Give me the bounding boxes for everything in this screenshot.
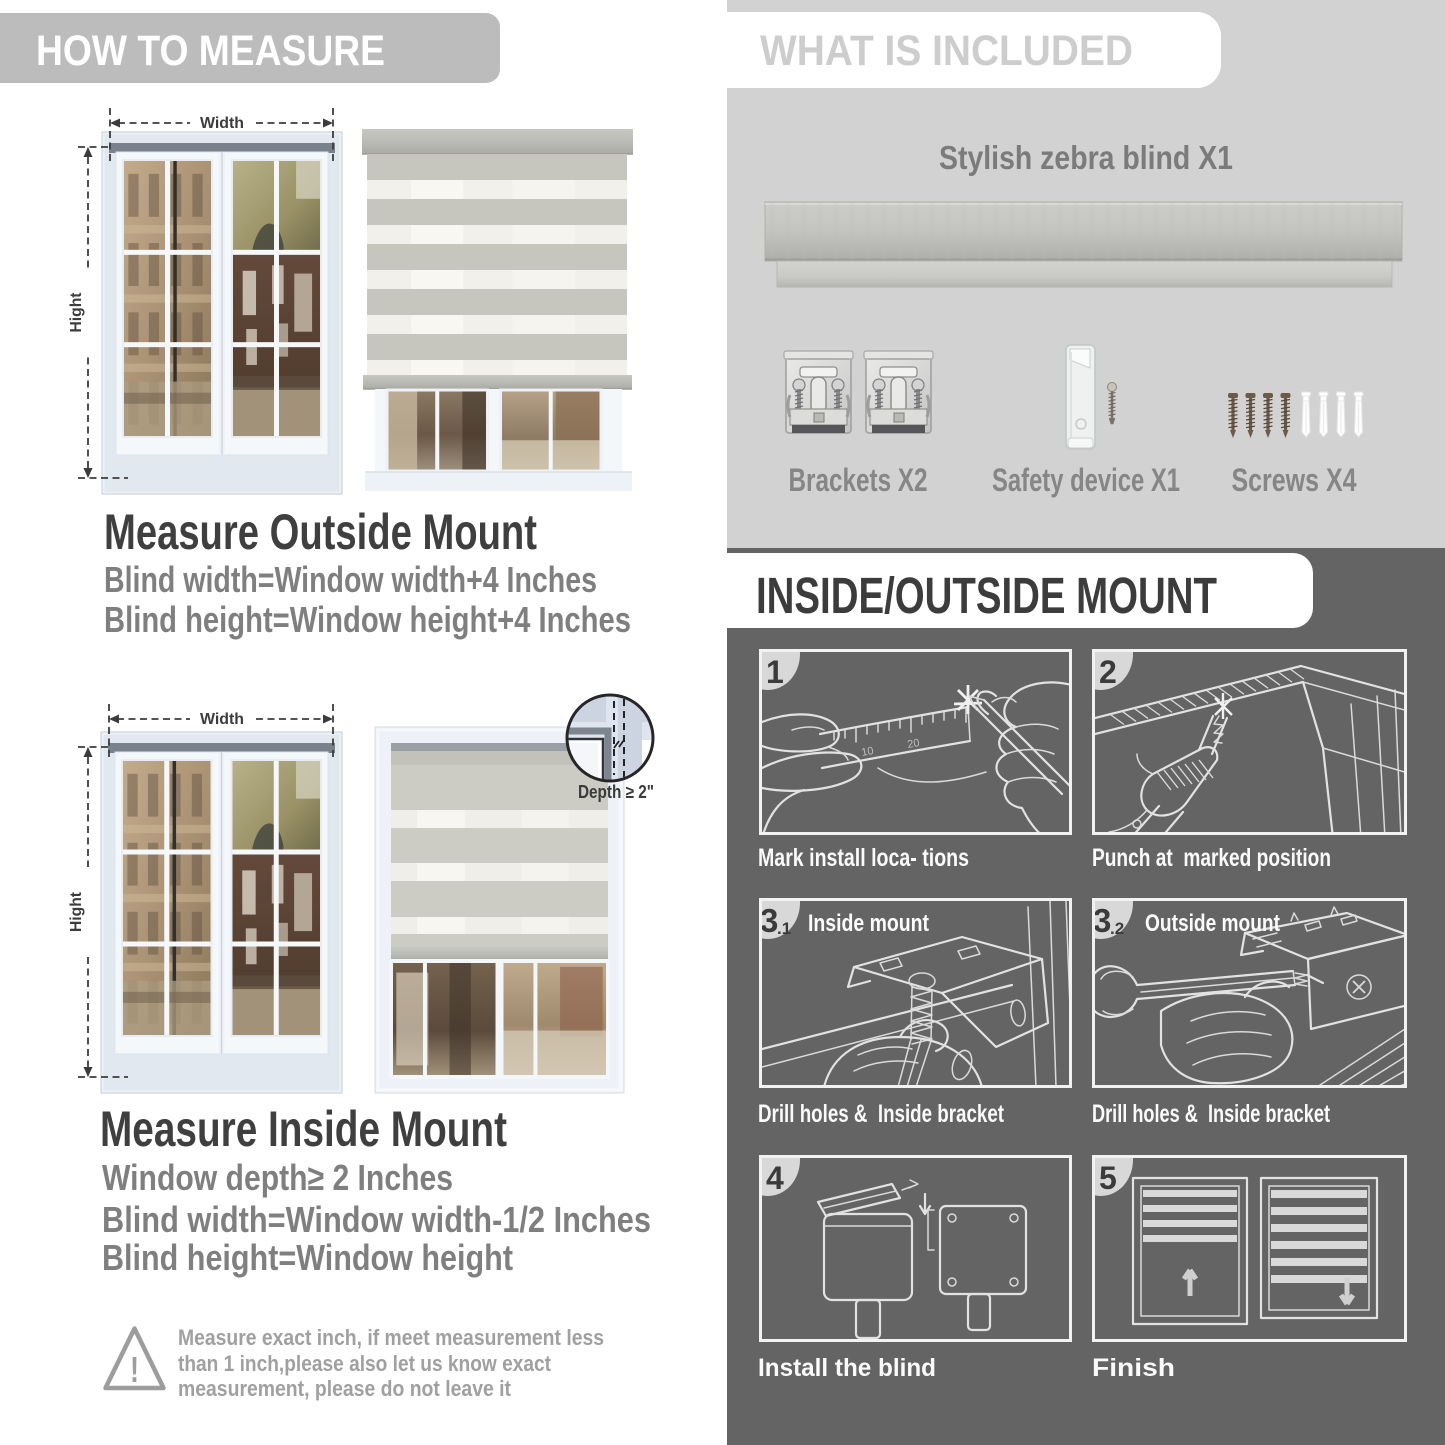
svg-text:Blind width=Window width+4 Inc: Blind width=Window width+4 Inches xyxy=(104,559,597,600)
svg-text:Width: Width xyxy=(200,711,244,728)
svg-text:Measure Inside Mount: Measure Inside Mount xyxy=(100,1101,507,1157)
svg-text:than 1 inch,please also let us: than 1 inch,please also let us know exac… xyxy=(178,1351,552,1376)
svg-text:.1: .1 xyxy=(777,919,791,938)
svg-text:WHAT IS INCLUDED: WHAT IS INCLUDED xyxy=(760,27,1133,75)
svg-text:Mark install loca- tions: Mark install loca- tions xyxy=(758,844,969,872)
svg-text:Window depth≥ 2 Inches: Window depth≥ 2 Inches xyxy=(102,1157,453,1198)
svg-text:4: 4 xyxy=(766,1160,784,1196)
svg-text:Install the blind: Install the blind xyxy=(758,1354,936,1382)
svg-text:HOW TO MEASURE: HOW TO MEASURE xyxy=(36,27,385,75)
svg-text:10: 10 xyxy=(860,745,874,759)
svg-text:5: 5 xyxy=(1099,1160,1117,1196)
svg-text:measurement, please do not lea: measurement, please do not leave it xyxy=(178,1376,512,1401)
svg-text:2: 2 xyxy=(1099,654,1117,690)
svg-text:Measure Outside Mount: Measure Outside Mount xyxy=(104,504,537,560)
svg-text:3: 3 xyxy=(762,902,778,939)
svg-text:Blind width=Window width-1/2 I: Blind width=Window width-1/2 Inches xyxy=(102,1199,651,1240)
svg-text:INSIDE/OUTSIDE MOUNT: INSIDE/OUTSIDE MOUNT xyxy=(756,567,1217,624)
svg-text:Blind height=Window height: Blind height=Window height xyxy=(102,1237,513,1278)
svg-text:Punch at marked position: Punch at marked position xyxy=(1092,844,1331,872)
svg-text:Depth ≥ 2": Depth ≥ 2" xyxy=(578,782,654,802)
svg-text:Safety device X1: Safety device X1 xyxy=(992,462,1180,498)
svg-text:Stylish zebra blind X1: Stylish zebra blind X1 xyxy=(939,139,1233,176)
svg-text:Width: Width xyxy=(200,115,244,132)
svg-text:Measure exact inch, if meet me: Measure exact inch, if meet measurement … xyxy=(178,1325,604,1350)
svg-text:Drill holes & Inside bracket: Drill holes & Inside bracket xyxy=(1092,1100,1330,1128)
svg-text:3: 3 xyxy=(1095,902,1111,939)
svg-text:Blind height=Window height+4 I: Blind height=Window height+4 Inches xyxy=(104,599,631,640)
svg-text:.2: .2 xyxy=(1110,919,1124,938)
svg-text:Screws X4: Screws X4 xyxy=(1232,462,1357,498)
svg-text:Finish: Finish xyxy=(1092,1354,1175,1382)
svg-text:Inside mount: Inside mount xyxy=(808,910,929,937)
svg-text:20: 20 xyxy=(906,737,920,751)
svg-text:Brackets X2: Brackets X2 xyxy=(789,462,928,498)
svg-text:Hight: Hight xyxy=(68,292,85,333)
svg-text:Outside mount: Outside mount xyxy=(1145,910,1280,937)
svg-text:Hight: Hight xyxy=(68,891,85,932)
svg-text:Drill holes & Inside bracket: Drill holes & Inside bracket xyxy=(758,1100,1004,1128)
svg-text:!: ! xyxy=(130,1349,139,1390)
svg-text:1: 1 xyxy=(766,654,784,690)
